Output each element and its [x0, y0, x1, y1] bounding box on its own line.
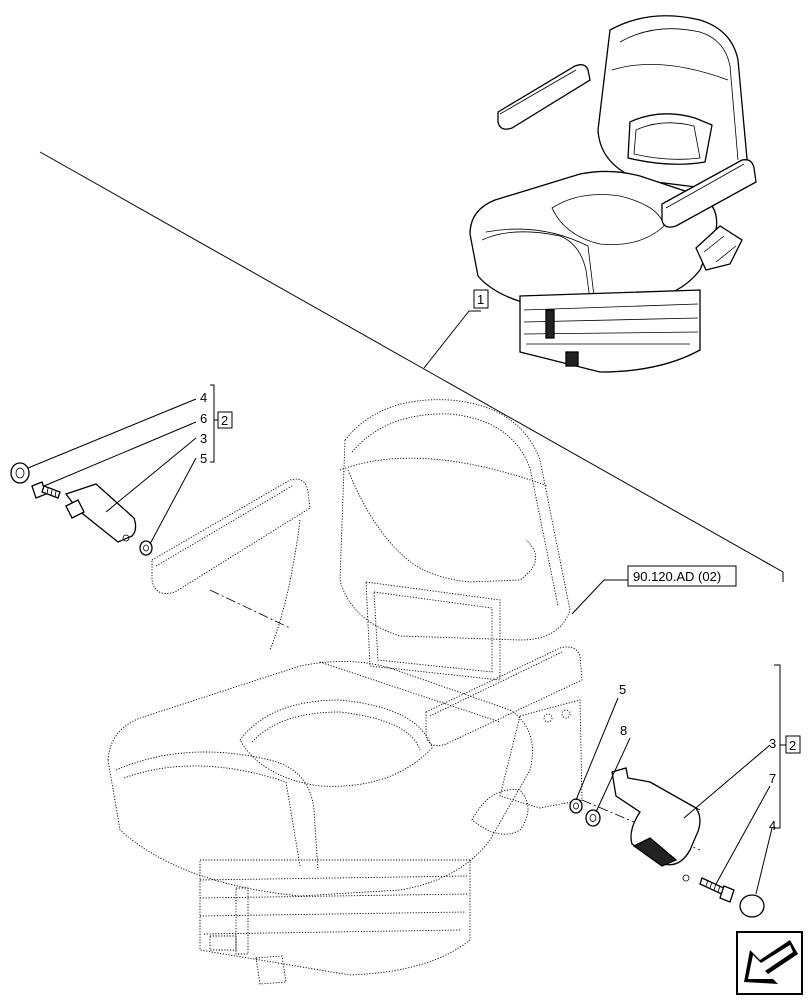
- callout-right-3: 3: [769, 736, 776, 751]
- right-seatbelt-parts: [569, 767, 765, 918]
- callout-right-7: 7: [769, 771, 776, 786]
- seat-phantom-illustration: [107, 399, 583, 985]
- callout-right-group-2: 2: [789, 738, 796, 753]
- left-callout-leaders: [27, 384, 218, 545]
- seat-overview-illustration: [469, 15, 757, 373]
- leader-lines: [39, 151, 784, 582]
- svg-text:1: 1: [477, 292, 484, 307]
- callout-right-8: 8: [620, 723, 627, 738]
- callout-right-5: 5: [619, 682, 626, 697]
- callout-right-4: 4: [769, 818, 776, 833]
- arrow-down-left-icon[interactable]: [736, 931, 803, 995]
- callout-1: 1: [473, 289, 489, 309]
- reference-text: 90.120.AD (02): [633, 569, 721, 584]
- callout-left-6: 6: [200, 411, 207, 426]
- callout-left-group-2: 2: [221, 413, 228, 428]
- right-callout-labels: 5 8 3 7 4 2: [619, 682, 801, 833]
- right-callout-leaders: [575, 664, 786, 895]
- callout-left-4: 4: [200, 390, 207, 405]
- callout-left-5: 5: [200, 451, 207, 466]
- reference-label[interactable]: 90.120.AD (02): [571, 565, 737, 615]
- left-seatbelt-parts: [10, 462, 153, 556]
- assembly-centerlines: [209, 589, 701, 851]
- left-callout-labels: 4 6 3 5 2: [200, 390, 233, 466]
- callout-left-3: 3: [200, 431, 207, 446]
